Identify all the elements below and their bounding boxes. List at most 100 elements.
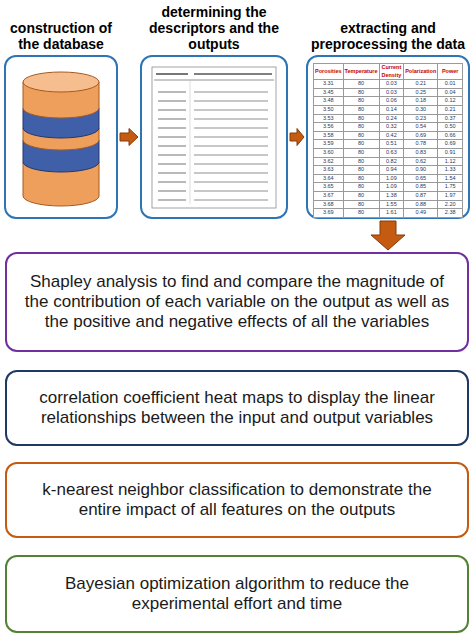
document-page bbox=[152, 67, 276, 208]
table-cell: 80 bbox=[344, 175, 380, 184]
table-cell: 0.78 bbox=[404, 140, 438, 149]
table-cell: 2.20 bbox=[438, 201, 463, 210]
table-cell: 0.14 bbox=[380, 106, 405, 115]
table-cell: 0.49 bbox=[404, 209, 438, 218]
table-cell: 0.37 bbox=[438, 115, 463, 124]
table-cell: 0.69 bbox=[438, 140, 463, 149]
step-heading: construction of the database bbox=[4, 2, 118, 52]
table-cell: 3.63 bbox=[314, 166, 344, 175]
table-cell: 3.56 bbox=[314, 123, 344, 132]
process-box: Bayesian optimization algorithm to reduc… bbox=[5, 555, 469, 633]
flow-arrow bbox=[371, 221, 405, 250]
step-text: k-nearest neighbor classification to dem… bbox=[19, 480, 455, 520]
table-cell: 80 bbox=[344, 158, 380, 167]
table-header: Current Density bbox=[380, 64, 405, 80]
table-cell: 0.21 bbox=[438, 106, 463, 115]
table-cell: 1.09 bbox=[380, 175, 405, 184]
table-cell: 0.82 bbox=[380, 158, 405, 167]
text-column: Shapley analysis to find and compare the… bbox=[19, 272, 455, 332]
table-cell: 3.50 bbox=[314, 106, 344, 115]
table-cell: 0.21 bbox=[404, 80, 438, 89]
table-cell: 0.88 bbox=[404, 201, 438, 210]
table-cell: 80 bbox=[344, 149, 380, 158]
table-cell: 3.65 bbox=[314, 183, 344, 192]
table-cell: 0.03 bbox=[380, 89, 405, 98]
table-cell: 80 bbox=[344, 106, 380, 115]
table-cell: 80 bbox=[344, 209, 380, 218]
table-cell: 1.38 bbox=[380, 192, 405, 201]
table-cell: 80 bbox=[344, 166, 380, 175]
table-cell: 3.31 bbox=[314, 80, 344, 89]
table-cell: 0.54 bbox=[404, 123, 438, 132]
table-cell: 80 bbox=[344, 192, 380, 201]
step-heading: extracting and preprocessing the data bbox=[306, 2, 470, 52]
table-header: Polarization bbox=[404, 64, 438, 80]
table-cell: 0.24 bbox=[380, 115, 405, 124]
table-cell: 1.54 bbox=[438, 175, 463, 184]
flow-arrow bbox=[120, 129, 138, 146]
text-column: Bayesian optimization algorithm to reduc… bbox=[19, 574, 455, 614]
table-cell: 80 bbox=[344, 115, 380, 124]
table-cell: 0.12 bbox=[438, 97, 463, 106]
table-cell: 0.32 bbox=[380, 123, 405, 132]
process-box: k-nearest neighbor classification to dem… bbox=[5, 462, 469, 538]
database-cylinder bbox=[23, 72, 99, 206]
table-cell: 80 bbox=[344, 123, 380, 132]
step-text: Bayesian optimization algorithm to reduc… bbox=[19, 574, 455, 614]
document-heading bbox=[156, 73, 188, 75]
table-cell: 0.06 bbox=[380, 97, 405, 106]
table-cell: 0.85 bbox=[404, 183, 438, 192]
table-cell: 3.53 bbox=[314, 115, 344, 124]
text-column: k-nearest neighbor classification to dem… bbox=[19, 480, 455, 520]
table-cell: 80 bbox=[344, 80, 380, 89]
step-panel: construction of the database bbox=[4, 2, 118, 220]
step-text: correlation coefficient heat maps to dis… bbox=[19, 388, 455, 428]
table-cell: 80 bbox=[344, 183, 380, 192]
table-cell: 0.50 bbox=[438, 123, 463, 132]
table-cell: 0.90 bbox=[404, 166, 438, 175]
table-cell: 1.33 bbox=[438, 166, 463, 175]
table-cell: 0.63 bbox=[380, 149, 405, 158]
table-cell: 0.69 bbox=[404, 132, 438, 141]
table-cell: 3.60 bbox=[314, 149, 344, 158]
table-cell: 0.66 bbox=[438, 132, 463, 141]
document-sheet bbox=[152, 67, 276, 208]
table-cell: 3.69 bbox=[314, 209, 344, 218]
table-cell: 3.58 bbox=[314, 132, 344, 141]
table-cell: 80 bbox=[344, 140, 380, 149]
step-heading: determining the descriptors and the outp… bbox=[140, 2, 288, 52]
table-cell: 0.30 bbox=[404, 106, 438, 115]
panel-frame bbox=[140, 55, 288, 219]
table-cell: 1.61 bbox=[380, 209, 405, 218]
table-cell: 3.59 bbox=[314, 140, 344, 149]
table-cell: 1.09 bbox=[380, 183, 405, 192]
step-panel: determining the descriptors and the outp… bbox=[140, 2, 288, 220]
table-cell: 1.97 bbox=[438, 192, 463, 201]
table-cell: 3.62 bbox=[314, 158, 344, 167]
process-box: correlation coefficient heat maps to dis… bbox=[5, 370, 469, 446]
table-cell: 3.45 bbox=[314, 89, 344, 98]
table-header: Power bbox=[438, 64, 463, 80]
table-cell: 0.51 bbox=[380, 140, 405, 149]
table-cell: 0.01 bbox=[438, 80, 463, 89]
table-cell: 0.83 bbox=[404, 149, 438, 158]
data-table: PorositiesTemperatureCurrent DensityPola… bbox=[313, 63, 463, 218]
document-rule bbox=[154, 80, 274, 81]
table-cell: 0.42 bbox=[380, 132, 405, 141]
document-heading bbox=[194, 73, 272, 75]
table-cell: 3.68 bbox=[314, 201, 344, 210]
table-cell: 0.23 bbox=[404, 115, 438, 124]
table-cell: 0.65 bbox=[404, 175, 438, 184]
table-cell: 3.67 bbox=[314, 192, 344, 201]
table-cell: 80 bbox=[344, 89, 380, 98]
table-cell: 3.48 bbox=[314, 97, 344, 106]
table-cell: 2.38 bbox=[438, 209, 463, 218]
database-top bbox=[23, 72, 99, 92]
process-box: Shapley analysis to find and compare the… bbox=[5, 252, 469, 352]
table-cell: 0.18 bbox=[404, 97, 438, 106]
table-cell: 1.12 bbox=[438, 158, 463, 167]
step-panel: extracting and preprocessing the dataPor… bbox=[306, 2, 470, 220]
table-cell: 0.91 bbox=[438, 149, 463, 158]
table-cell: 0.87 bbox=[404, 192, 438, 201]
